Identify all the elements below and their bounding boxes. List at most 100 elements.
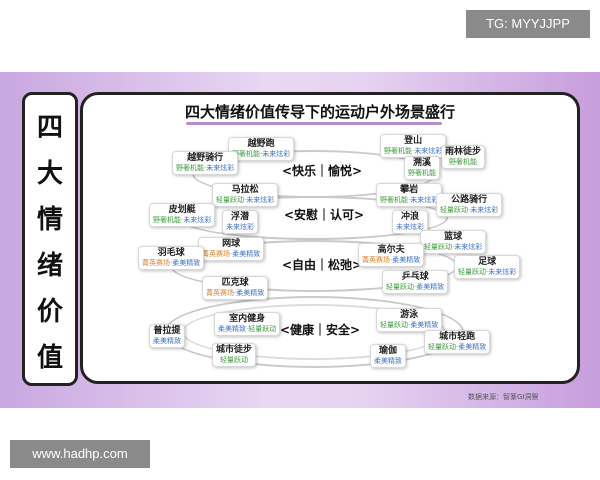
activity-tags: 未来炫彩 — [226, 223, 254, 232]
activity-tag: 轻量跃动 — [458, 268, 486, 276]
activity-card: 越野跑野奢机能·未来炫彩 — [228, 137, 295, 161]
activity-card: 雨林徒步野奢机能 — [441, 145, 486, 169]
activity-name: 浮潜 — [230, 212, 249, 222]
activity-tag: 菁英赛场 — [142, 259, 170, 267]
tag-separator: · — [486, 268, 489, 276]
activity-tag: 野奢机能 — [153, 216, 181, 224]
activity-card: 乒乓球轻量跃动·柔美精致 — [382, 270, 449, 294]
activity-card: 室内健身柔美精致·轻量跃动 — [214, 312, 281, 336]
activity-name: 越野跑 — [247, 139, 275, 149]
activity-name: 网球 — [222, 239, 241, 249]
activity-tag: 柔美精致 — [232, 250, 261, 258]
activity-name: 雨林徒步 — [445, 147, 482, 157]
activity-tag: 未来炫彩 — [454, 243, 483, 251]
tag-separator: · — [452, 243, 455, 251]
activity-tag: 柔美精致 — [392, 256, 421, 264]
activity-tags: 轻量跃动 — [216, 356, 252, 365]
tag-separator: · — [414, 283, 417, 291]
activity-tag: 未来炫彩 — [488, 268, 517, 276]
activity-tag: 未来炫彩 — [410, 196, 439, 204]
activity-card: 游泳轻量跃动·柔美精致 — [376, 308, 443, 332]
activity-tag: 野奢机能 — [380, 196, 408, 204]
activity-name: 攀岩 — [400, 185, 419, 195]
activity-tags: 轻量跃动·未来炫彩 — [216, 196, 274, 205]
side-title-char: 四 — [36, 113, 63, 143]
activity-card: 攀岩野奢机能·未来炫彩 — [376, 183, 443, 207]
activity-tags: 轻量跃动·柔美精致 — [380, 321, 438, 330]
tag-separator: · — [468, 206, 471, 214]
activity-name: 公路骑行 — [451, 195, 488, 205]
activity-tag: 轻量跃动 — [424, 243, 452, 251]
activity-tag: 柔美精致 — [236, 289, 265, 297]
activity-tag: 菁英赛场 — [202, 250, 230, 258]
activity-tag: 未来炫彩 — [414, 147, 443, 155]
activity-tags: 柔美精致·轻量跃动 — [218, 325, 276, 334]
tg-badge: TG: MYYJJPP — [466, 10, 590, 38]
activity-card: 网球菁英赛场·柔美精致 — [198, 237, 265, 261]
activity-card: 公路骑行轻量跃动·未来炫彩 — [436, 193, 503, 217]
activity-tag: 轻量跃动 — [216, 196, 244, 204]
activity-tag: 柔美精致 — [153, 337, 181, 345]
activity-card: 溯溪野奢机能 — [404, 156, 440, 180]
tag-separator: · — [408, 196, 411, 204]
activity-name: 皮划艇 — [168, 205, 196, 215]
activity-tag: 柔美精致 — [410, 321, 439, 329]
tag-separator: · — [412, 147, 415, 155]
activity-name: 乒乓球 — [401, 272, 429, 282]
activity-name: 城市徒步 — [216, 345, 253, 355]
tag-separator: · — [181, 216, 184, 224]
activity-tag: 柔美精致 — [416, 283, 445, 291]
side-title-panel: 四 大 情 绪 价 值 — [22, 92, 78, 386]
category-label: <健康｜安全> — [276, 321, 365, 338]
tag-separator: · — [204, 164, 207, 172]
activity-tag: 轻量跃动 — [248, 325, 277, 333]
tag-separator: · — [246, 325, 249, 333]
activity-name: 冲浪 — [400, 212, 419, 222]
activity-tags: 野奢机能·未来炫彩 — [384, 147, 442, 156]
activity-tag: 未来炫彩 — [262, 150, 291, 158]
activity-card: 高尔夫菁英赛场·柔美精致 — [358, 243, 425, 267]
activity-name: 城市轻跑 — [439, 332, 476, 342]
activity-tag: 柔美精致 — [218, 325, 246, 333]
activity-tag: 野奢机能 — [384, 147, 412, 155]
activity-card: 普拉提柔美精致 — [149, 324, 185, 348]
tag-separator: · — [230, 250, 233, 258]
activity-card: 马拉松轻量跃动·未来炫彩 — [212, 183, 279, 207]
tag-separator: · — [234, 289, 237, 297]
activity-name: 普拉提 — [153, 326, 181, 336]
activity-tag: 未来炫彩 — [396, 223, 424, 231]
category-label: <安慰｜认可> — [280, 206, 369, 223]
activity-tag: 野奢机能 — [408, 169, 436, 177]
activity-tag: 轻量跃动 — [440, 206, 468, 214]
activity-tag: 轻量跃动 — [220, 356, 248, 364]
activity-card: 瑜伽柔美精致 — [370, 344, 406, 368]
activity-card: 篮球轻量跃动·未来炫彩 — [420, 230, 487, 254]
activity-tag: 菁英赛场 — [362, 256, 390, 264]
activity-tag: 未来炫彩 — [246, 196, 275, 204]
activity-name: 马拉松 — [231, 185, 259, 195]
tag-separator: · — [408, 321, 411, 329]
activity-tags: 野奢机能 — [408, 169, 436, 178]
tag-separator: · — [456, 343, 459, 351]
title-underline — [186, 122, 442, 125]
side-title-char: 大 — [36, 159, 63, 189]
activity-tag: 柔美精致 — [374, 357, 402, 365]
activity-name: 高尔夫 — [377, 245, 405, 255]
data-source-credit: 数据来源：智篆GI洞察 — [468, 393, 539, 401]
activity-tag: 野奢机能 — [232, 150, 260, 158]
activity-tags: 菁英赛场·柔美精致 — [142, 259, 200, 268]
side-title-char: 情 — [36, 205, 63, 235]
activity-tags: 菁英赛场·柔美精致 — [206, 289, 264, 298]
activity-name: 足球 — [478, 257, 497, 267]
side-title-char: 绪 — [36, 251, 63, 281]
activity-tags: 野奢机能·未来炫彩 — [176, 164, 234, 173]
activity-card: 城市徒步轻量跃动 — [212, 343, 257, 367]
activity-tags: 野奢机能·未来炫彩 — [153, 216, 211, 225]
activity-tag: 未来炫彩 — [183, 216, 212, 224]
activity-tags: 轻量跃动·未来炫彩 — [440, 206, 498, 215]
activity-tag: 轻量跃动 — [386, 283, 414, 291]
activity-tag: 轻量跃动 — [428, 343, 456, 351]
category-label: <自由｜松弛> — [278, 256, 367, 273]
activity-tag: 菁英赛场 — [206, 289, 234, 297]
activity-name: 登山 — [404, 136, 423, 146]
